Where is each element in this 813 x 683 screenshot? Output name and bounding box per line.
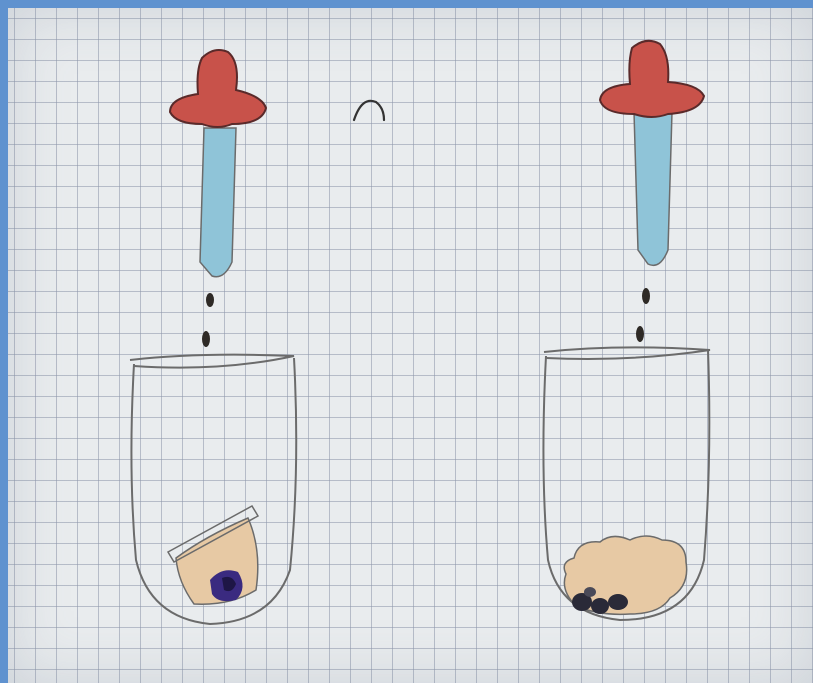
right-beaker xyxy=(543,347,710,620)
left-drops xyxy=(202,293,214,347)
right-drop-2 xyxy=(636,326,644,342)
right-drops xyxy=(636,288,650,342)
right-spot-3 xyxy=(608,594,628,610)
left-dropper xyxy=(170,50,266,277)
right-dropper xyxy=(600,41,704,266)
left-beaker xyxy=(130,355,296,624)
left-beaker-rim xyxy=(130,355,294,368)
right-dropper-tube xyxy=(634,112,672,265)
right-spot-2 xyxy=(591,598,609,614)
right-spot-4 xyxy=(584,587,596,597)
right-dropper-bulb xyxy=(600,41,704,117)
left-dropper-bulb xyxy=(170,50,266,127)
left-drop-1 xyxy=(206,293,214,307)
right-drop-1 xyxy=(642,288,650,304)
left-drop-2 xyxy=(202,331,210,347)
pencil-arc xyxy=(354,101,384,120)
left-dropper-tube xyxy=(200,128,236,277)
right-beaker-rim xyxy=(544,347,710,359)
